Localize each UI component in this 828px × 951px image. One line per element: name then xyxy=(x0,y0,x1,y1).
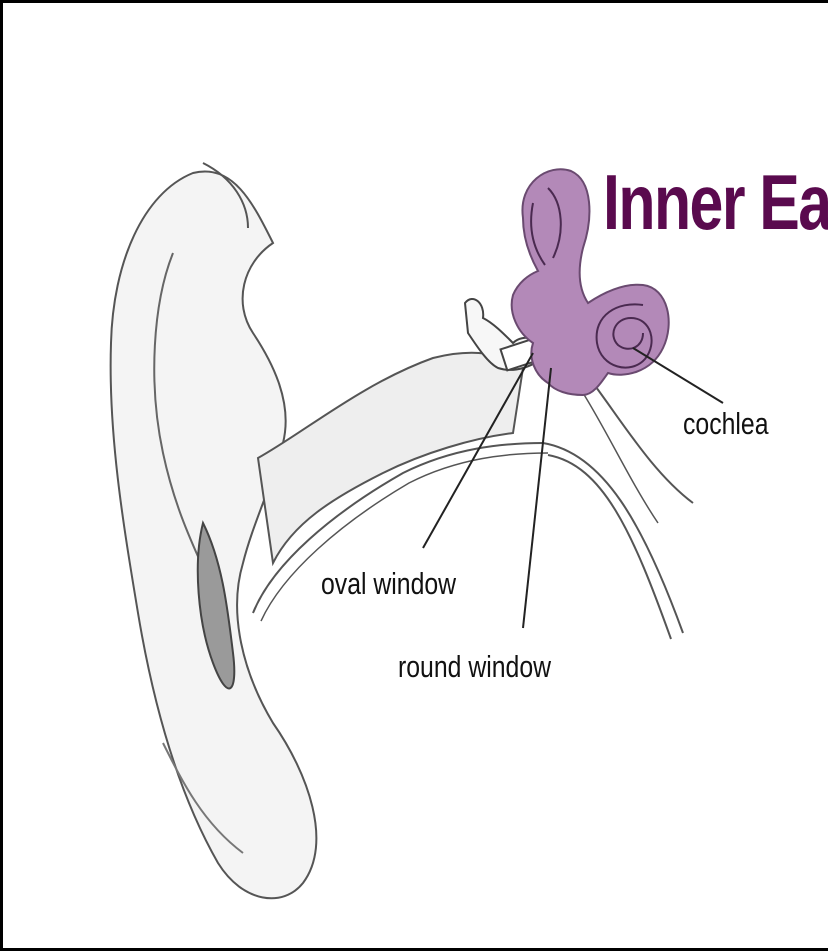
ear-illustration xyxy=(3,3,828,951)
round-window-leader xyxy=(523,368,551,628)
diagram-title: Inner Ear xyxy=(603,163,828,241)
cochlea-leader xyxy=(633,348,723,403)
oval-window-label: oval window xyxy=(321,568,456,599)
cochlea-label: cochlea xyxy=(683,408,768,439)
round-window-label: round window xyxy=(398,651,551,682)
